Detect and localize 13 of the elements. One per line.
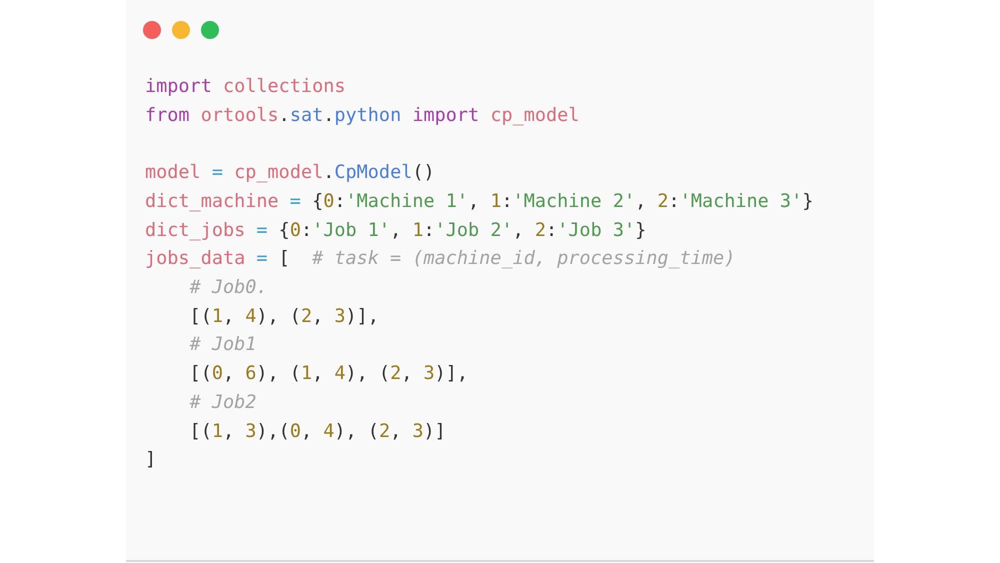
code-line: import collections	[145, 75, 346, 99]
code-line: dict_jobs = {0:'Job 1', 1:'Job 2', 2:'Job 3'}	[145, 218, 646, 243]
code-comment: # Job1	[188, 333, 256, 358]
code-line: [(1, 4), (2, 3)],	[188, 304, 379, 329]
code-comment: # Job0.	[188, 276, 268, 300]
code-line: jobs_data = [ # task = (machine_id, processing_time)	[145, 247, 736, 272]
code-line: from ortools.sat.python import cp_model	[145, 104, 580, 128]
code-line: [(1, 3),(0, 4), (2, 3)]	[188, 420, 446, 444]
code-line: model = cp_model.CpModel()	[145, 161, 435, 186]
code-line: [(0, 6), (1, 4), (2, 3)],	[188, 362, 468, 386]
code-line: ]	[145, 448, 156, 472]
code-comment: # Job2	[188, 390, 256, 415]
code-line: dict_machine = {0:'Machine 1', 1:'Machine 2', 2:'Machine 3'}	[145, 190, 814, 214]
